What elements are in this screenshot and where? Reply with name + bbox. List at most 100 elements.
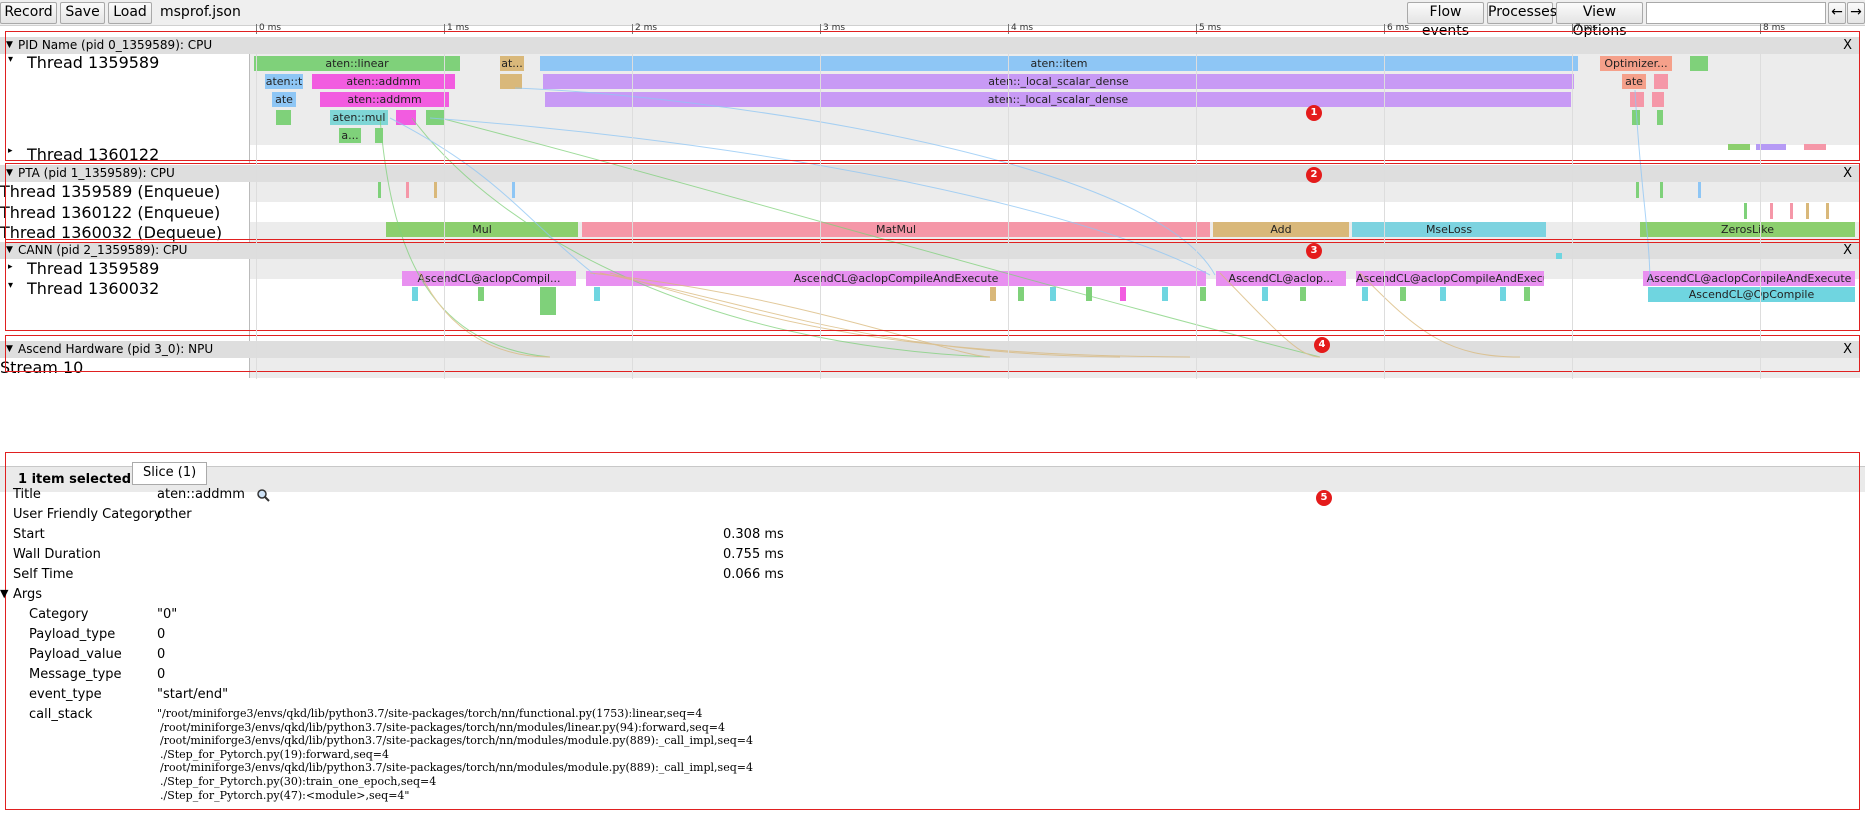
- trace-slice[interactable]: [1654, 74, 1668, 89]
- ruler-tick-label: 5 ms: [1199, 23, 1222, 33]
- trace-slice[interactable]: [1806, 203, 1809, 219]
- close-icon[interactable]: X: [1843, 243, 1852, 258]
- ruler-tick: [444, 24, 445, 34]
- save-button[interactable]: Save: [60, 2, 105, 24]
- field-key: Wall Duration: [13, 547, 101, 562]
- trace-slice[interactable]: aten::addmm: [320, 92, 449, 107]
- grid-line: [1760, 54, 1761, 379]
- trace-slice[interactable]: [1804, 144, 1826, 150]
- trace-slice[interactable]: [1660, 182, 1663, 198]
- grid-line: [1008, 54, 1009, 379]
- args-label: Args: [13, 587, 43, 602]
- timeline-area[interactable]: ▼ PID Name (pid 0_1359589): CPU X ▾ Thre…: [0, 31, 1865, 445]
- ruler-tick: [256, 24, 257, 34]
- grid-line: [632, 54, 633, 379]
- annotation-badge: 1: [1306, 105, 1322, 121]
- trace-slice[interactable]: [276, 110, 291, 125]
- lane-p3-thread0[interactable]: Stream 10: [0, 358, 1860, 378]
- ruler-tick: [820, 24, 821, 34]
- thread-name: Thread 1360122 (Enqueue): [0, 203, 221, 222]
- ruler-tick: [632, 24, 633, 34]
- lane-label: ▸ Thread 1360122: [0, 145, 250, 164]
- trace-slice[interactable]: at...: [500, 56, 524, 71]
- trace-slice[interactable]: AscendCL@aclopCompileAndExecute: [1643, 271, 1855, 286]
- thread-name: Thread 1359589 (Enqueue): [0, 182, 221, 201]
- load-button[interactable]: Load: [108, 2, 152, 24]
- close-icon[interactable]: X: [1843, 342, 1852, 357]
- record-button[interactable]: Record: [0, 2, 57, 24]
- trace-slice[interactable]: [1770, 203, 1773, 219]
- expand-triangle-icon[interactable]: ▸: [8, 146, 13, 156]
- collapse-triangle-icon[interactable]: ▼: [6, 40, 13, 50]
- call-stack-line: ./Step_for_Pytorch.py(19):forward,seq=4: [160, 747, 389, 761]
- trace-slice[interactable]: a...: [339, 128, 361, 143]
- process-title: Ascend Hardware (pid 3_0): NPU: [18, 342, 214, 356]
- tab-slice[interactable]: Slice (1): [132, 462, 208, 485]
- trace-slice[interactable]: [1728, 144, 1750, 150]
- trace-slice[interactable]: AscendCL@OpCompile: [1648, 287, 1855, 302]
- annotation-badge: 4: [1314, 337, 1330, 353]
- expand-triangle-icon[interactable]: ▾: [8, 54, 14, 65]
- thread-name: Thread 1360122: [27, 145, 160, 164]
- trace-slice[interactable]: [378, 182, 381, 198]
- arg-key: Payload_value: [29, 647, 122, 662]
- collapse-triangle-icon[interactable]: ▼: [6, 168, 13, 178]
- trace-slice[interactable]: aten::mul: [330, 110, 388, 125]
- trace-slice[interactable]: ate: [272, 92, 296, 107]
- call-stack-line: ./Step_for_Pytorch.py(47):<module>,seq=4…: [160, 788, 410, 802]
- field-value: 0.066 ms: [723, 567, 784, 582]
- process-header-pid0[interactable]: ▼ PID Name (pid 0_1359589): CPU X: [0, 37, 1860, 54]
- trace-slice[interactable]: aten::t: [265, 74, 303, 89]
- grid-line: [1384, 54, 1385, 379]
- trace-slice[interactable]: [500, 74, 522, 89]
- trace-slice[interactable]: aten::linear: [254, 56, 460, 71]
- trace-slice[interactable]: [1652, 92, 1664, 107]
- close-icon[interactable]: X: [1843, 166, 1852, 181]
- lane-label: Stream 10: [0, 358, 250, 378]
- trace-slice[interactable]: [1826, 203, 1829, 219]
- trace-slice[interactable]: [1756, 144, 1786, 150]
- nav-back-button[interactable]: ←: [1828, 2, 1846, 24]
- trace-slice[interactable]: [1690, 56, 1708, 71]
- trace-slice[interactable]: aten::addmm: [312, 74, 455, 89]
- arg-value: "start/end": [157, 687, 229, 702]
- trace-slice[interactable]: [1524, 287, 1530, 301]
- trace-slice[interactable]: [375, 128, 383, 143]
- selection-count: 1 item selected.: [18, 472, 136, 487]
- trace-slice[interactable]: [1698, 182, 1701, 198]
- grid-line: [444, 54, 445, 379]
- processes-button[interactable]: Processes: [1487, 2, 1557, 24]
- trace-slice[interactable]: [1556, 253, 1562, 259]
- close-icon[interactable]: X: [1843, 38, 1852, 53]
- ruler-tick-label: 7 ms: [1575, 23, 1598, 33]
- trace-slice[interactable]: ate: [1622, 74, 1646, 89]
- trace-slice[interactable]: aten::item: [540, 56, 1578, 71]
- ruler-tick: [1572, 24, 1573, 34]
- arg-value: 0: [157, 627, 166, 642]
- search-icon[interactable]: [256, 488, 270, 502]
- arg-value: 0: [157, 667, 166, 682]
- grid-line: [1572, 54, 1573, 379]
- trace-slice[interactable]: [1657, 110, 1663, 125]
- args-toggle-icon[interactable]: ▼: [0, 587, 9, 600]
- trace-slice[interactable]: aten::_local_scalar_dense: [543, 74, 1574, 89]
- trace-slice[interactable]: [1790, 203, 1793, 219]
- grid-line: [256, 54, 257, 379]
- ruler-tick-label: 1 ms: [447, 23, 470, 33]
- expand-triangle-icon[interactable]: ▾: [8, 280, 14, 291]
- expand-triangle-icon[interactable]: ▸: [8, 262, 13, 272]
- arg-key: Payload_type: [29, 627, 116, 642]
- trace-slice[interactable]: [1744, 203, 1747, 219]
- collapse-triangle-icon[interactable]: ▼: [6, 344, 13, 354]
- arg-value: 0: [157, 647, 166, 662]
- collapse-triangle-icon[interactable]: ▼: [6, 245, 13, 255]
- trace-slice[interactable]: Optimizer...: [1600, 56, 1672, 71]
- process-title: CANN (pid 2_1359589): CPU: [18, 243, 188, 257]
- trace-slice[interactable]: MseLoss: [1352, 222, 1546, 237]
- ruler-tick: [1008, 24, 1009, 34]
- ruler-tick-label: 0 ms: [259, 23, 282, 33]
- search-input[interactable]: [1646, 2, 1826, 24]
- flow-events-button[interactable]: Flow events: [1407, 2, 1484, 39]
